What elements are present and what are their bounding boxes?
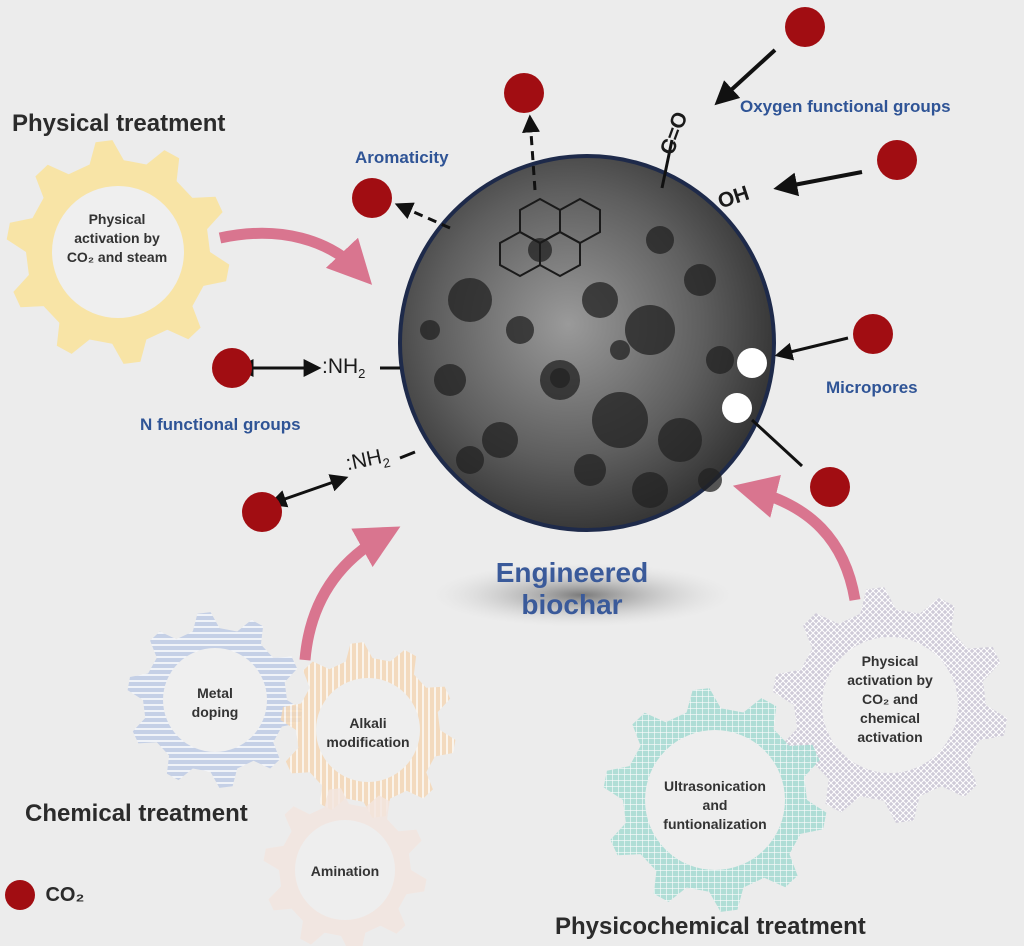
pore [434,364,466,396]
engineered-biochar-line2: biochar [521,589,623,620]
gear-text-line: funtionalization [663,816,767,832]
gear-ultrasonication-text: Ultrasonication and funtionalization [640,777,790,834]
pore [646,226,674,254]
aromaticity-arrow-up [522,114,540,191]
co2-dot [853,314,893,354]
gear-text-line: Ultrasonication [664,778,766,794]
oh-arrow [773,170,863,197]
pore [506,316,534,344]
gear-text-line: Amination [310,863,380,879]
nh2-bond-lower [399,450,416,460]
pore [632,472,668,508]
gear-text-line: Alkali [349,715,387,731]
legend: CO₂ [5,880,84,910]
co2-dot [212,348,252,388]
pore [592,392,648,448]
chemical-treatment-heading: Chemical treatment [25,800,248,827]
aromaticity-label: Aromaticity [355,148,449,167]
pore [610,340,630,360]
pore [550,368,570,388]
pore [706,346,734,374]
gear-text-line: CO₂ and steam [66,249,168,265]
micropore-arrow [774,336,849,361]
pore [482,422,518,458]
engineered-biochar-title: Engineered biochar [472,557,672,621]
co2-dot [810,467,850,507]
oxygen-functional-groups-label: Oxygen functional groups [740,97,951,116]
gear-text-line: Physical [88,211,146,227]
chemical-treatment-arrow [299,526,401,661]
gear-text-line: Physical [861,653,919,669]
pore [625,305,675,355]
legend-co2-label: CO₂ [45,883,85,906]
gear-physical-activation-text: Physical activation by CO₂ and steam [52,210,182,267]
gear-text-line: activation by [847,672,933,688]
gear-text-line: Metal [197,685,233,701]
pore [658,418,702,462]
gear-metal-doping-text: Metal doping [160,684,270,722]
pore [582,282,618,318]
pore [684,264,716,296]
physical-treatment-heading: Physical treatment [12,110,226,137]
n-functional-groups-label: N functional groups [140,415,301,434]
co-arrow [714,48,777,106]
gear-text-line: chemical [860,710,920,726]
engineered-biochar-line1: Engineered [495,557,649,588]
physicochemical-treatment-arrow [732,475,861,601]
gear-text-line: activation [857,729,923,745]
pore [698,468,722,492]
co2-dot [504,73,544,113]
gear-text-line: doping [191,704,239,720]
biochar-shadow [432,563,732,627]
gear-physical-chemical [772,587,1008,823]
co2-dot [242,492,282,532]
nh2-upper-text: :NH [322,355,359,378]
gear-text-line: modification [326,734,410,750]
legend-co2-dot [5,880,35,910]
physical-treatment-arrow [218,227,373,285]
nh2-group-upper: :NH2 [322,355,366,382]
co2-dot [785,7,825,47]
gear-amination [263,788,427,946]
gear-physical-activation [6,140,230,364]
nh2-arrow-lower [268,474,349,508]
micropore-dot [737,348,767,378]
aromatic-rings [499,197,601,278]
gear-text-line: CO₂ and [862,691,918,707]
gear-amination-text: Amination [285,862,405,881]
gear-text-line: and [702,797,728,813]
micropore-dot [722,393,752,423]
pore [456,446,484,474]
pore [420,320,440,340]
micropores-label: Micropores [826,378,918,397]
pore [448,278,492,322]
gear-text-line: activation by [74,230,160,246]
micropore-arrow-lower [750,418,804,468]
gear-alkali-text: Alkali modification [308,714,428,752]
pore [574,454,606,486]
gear-alkali [280,642,456,818]
gear-ultrasonication [603,688,827,912]
co2-dot [877,140,917,180]
aromaticity-arrow-left [394,202,451,230]
gear-metal-doping [127,612,303,788]
physicochemical-treatment-heading: Physicochemical treatment [555,913,866,940]
biochar-sphere [398,154,776,532]
gear-physical-chemical-text: Physical activation by CO₂ and chemical acti… [830,652,950,747]
co2-dot [352,178,392,218]
co-bond [660,139,674,189]
